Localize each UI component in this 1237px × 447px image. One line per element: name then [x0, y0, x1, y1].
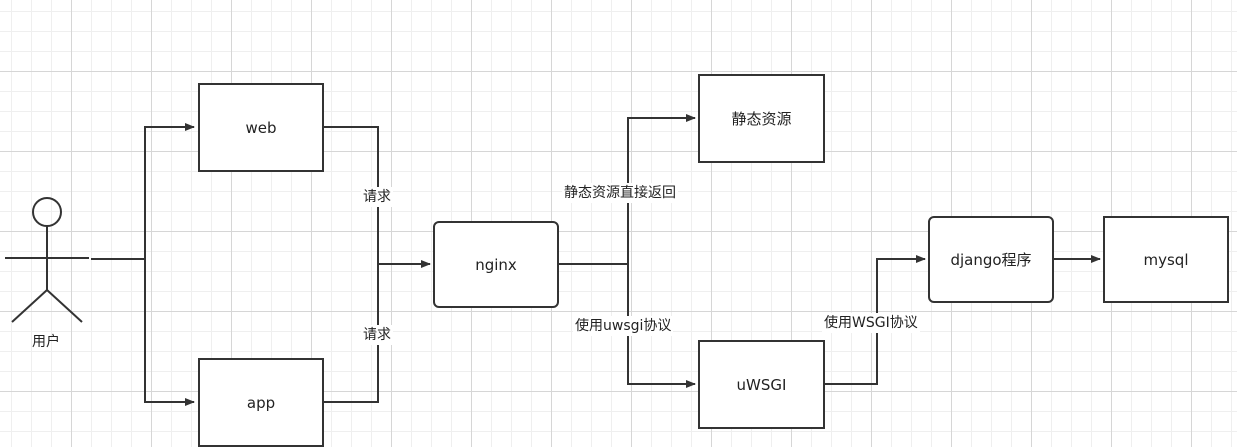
actor-right-leg [46, 289, 83, 323]
edge-web-nginx [324, 126, 379, 264]
app-node[interactable]: app [198, 358, 324, 447]
actor-head [32, 197, 62, 227]
static-resource-node[interactable]: 静态资源 [698, 74, 825, 163]
edge-label-static-direct: 静态资源直接返回 [562, 183, 678, 203]
edge-user-app [144, 259, 195, 406]
web-node[interactable]: web [198, 83, 324, 172]
edge-label-web-request: 请求 [361, 187, 393, 207]
django-node[interactable]: django程序 [928, 216, 1054, 303]
edge-label-use-wsgi: 使用WSGI协议 [822, 313, 920, 333]
edge-label-app-request: 请求 [361, 325, 393, 345]
mysql-node[interactable]: mysql [1103, 216, 1229, 303]
uwsgi-node[interactable]: uWSGI [698, 340, 825, 429]
edge-label-use-uwsgi: 使用uwsgi协议 [573, 316, 674, 336]
actor-left-leg [11, 289, 48, 323]
nginx-node[interactable]: nginx [433, 221, 559, 308]
actor-label: 用户 [32, 334, 60, 350]
edge-app-nginx [324, 264, 379, 403]
edge-user-web [91, 123, 195, 260]
edge-nginx-uwsgi [627, 264, 696, 388]
